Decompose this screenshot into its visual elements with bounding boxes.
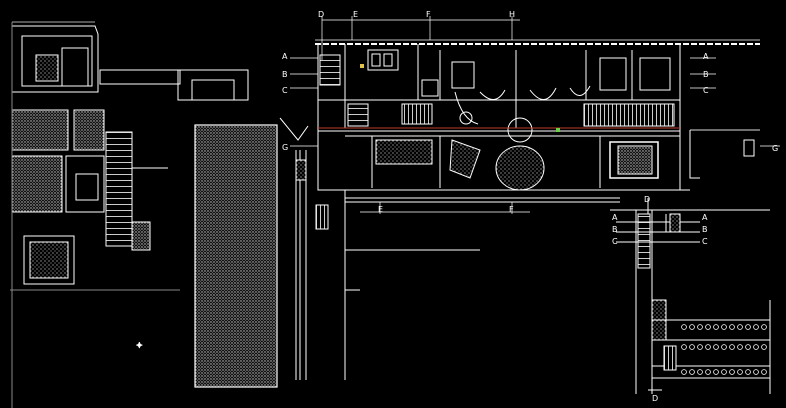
seat-mark bbox=[761, 369, 767, 375]
svg-text:✦: ✦ bbox=[136, 341, 143, 350]
grid-label-group: D E F H A B C G A B C G E F D A B C A B … bbox=[282, 10, 778, 403]
seat-mark bbox=[721, 369, 727, 375]
grid-label-top-d: D bbox=[318, 10, 324, 19]
seat-mark bbox=[713, 324, 719, 330]
rail-lines bbox=[279, 117, 329, 380]
grid-label-right-g: G bbox=[772, 144, 778, 153]
seat-mark bbox=[729, 324, 735, 330]
seat-mark bbox=[737, 369, 743, 375]
detail-label-right-b: B bbox=[702, 225, 708, 234]
seat-mark bbox=[705, 369, 711, 375]
seat-mark bbox=[697, 324, 703, 330]
grid-label-right-b: B bbox=[703, 70, 709, 79]
seat-mark bbox=[713, 344, 719, 350]
detail-label-left-a: A bbox=[612, 213, 618, 222]
grid-label-top-f: F bbox=[426, 10, 431, 19]
seat-mark bbox=[697, 344, 703, 350]
detail-label-top-d: D bbox=[644, 195, 650, 204]
seat-mark bbox=[689, 344, 695, 350]
seat-mark bbox=[697, 369, 703, 375]
seat-mark bbox=[753, 344, 759, 350]
grid-label-right-a: A bbox=[703, 52, 709, 61]
grid-label-left-b: B bbox=[282, 70, 288, 79]
seat-mark bbox=[681, 369, 687, 375]
seat-mark bbox=[729, 344, 735, 350]
seat-mark bbox=[753, 324, 759, 330]
color-accents bbox=[318, 64, 680, 132]
left-site-block bbox=[10, 21, 180, 408]
grid-label-bottom-e: E bbox=[378, 205, 383, 214]
detail-label-bottom-d: D bbox=[652, 394, 658, 403]
seat-mark bbox=[737, 324, 743, 330]
seat-mark bbox=[681, 344, 687, 350]
detail-seating-rows bbox=[681, 324, 767, 375]
seat-mark bbox=[681, 324, 687, 330]
seat-mark bbox=[761, 344, 767, 350]
seat-mark bbox=[761, 324, 767, 330]
detail-label-right-a: A bbox=[702, 213, 708, 222]
grid-label-left-a: A bbox=[282, 52, 288, 61]
grid-lines bbox=[290, 16, 780, 214]
seat-mark bbox=[753, 369, 759, 375]
seat-mark bbox=[713, 369, 719, 375]
main-building bbox=[315, 39, 760, 380]
grid-label-top-e: E bbox=[353, 10, 358, 19]
grid-label-top-h: H bbox=[509, 10, 515, 19]
seat-mark bbox=[705, 324, 711, 330]
hatched-pool-area bbox=[194, 124, 278, 388]
seat-mark bbox=[745, 344, 751, 350]
grid-label-left-g: G bbox=[282, 143, 288, 152]
grid-label-left-c: C bbox=[282, 86, 288, 95]
seat-mark bbox=[689, 369, 695, 375]
entrance-walkway: ✦ bbox=[99, 69, 249, 351]
detail-label-right-c: C bbox=[702, 237, 708, 246]
seat-mark bbox=[689, 324, 695, 330]
seat-mark bbox=[721, 324, 727, 330]
seat-mark bbox=[721, 344, 727, 350]
seat-mark bbox=[745, 369, 751, 375]
grid-label-bottom-f: F bbox=[509, 205, 514, 214]
seat-mark bbox=[737, 344, 743, 350]
detail-label-left-c: C bbox=[612, 237, 618, 246]
seat-mark bbox=[729, 369, 735, 375]
seat-mark bbox=[745, 324, 751, 330]
detail-section bbox=[610, 198, 771, 394]
grid-label-right-c: C bbox=[703, 86, 709, 95]
detail-label-left-b: B bbox=[612, 225, 618, 234]
seat-mark bbox=[705, 344, 711, 350]
